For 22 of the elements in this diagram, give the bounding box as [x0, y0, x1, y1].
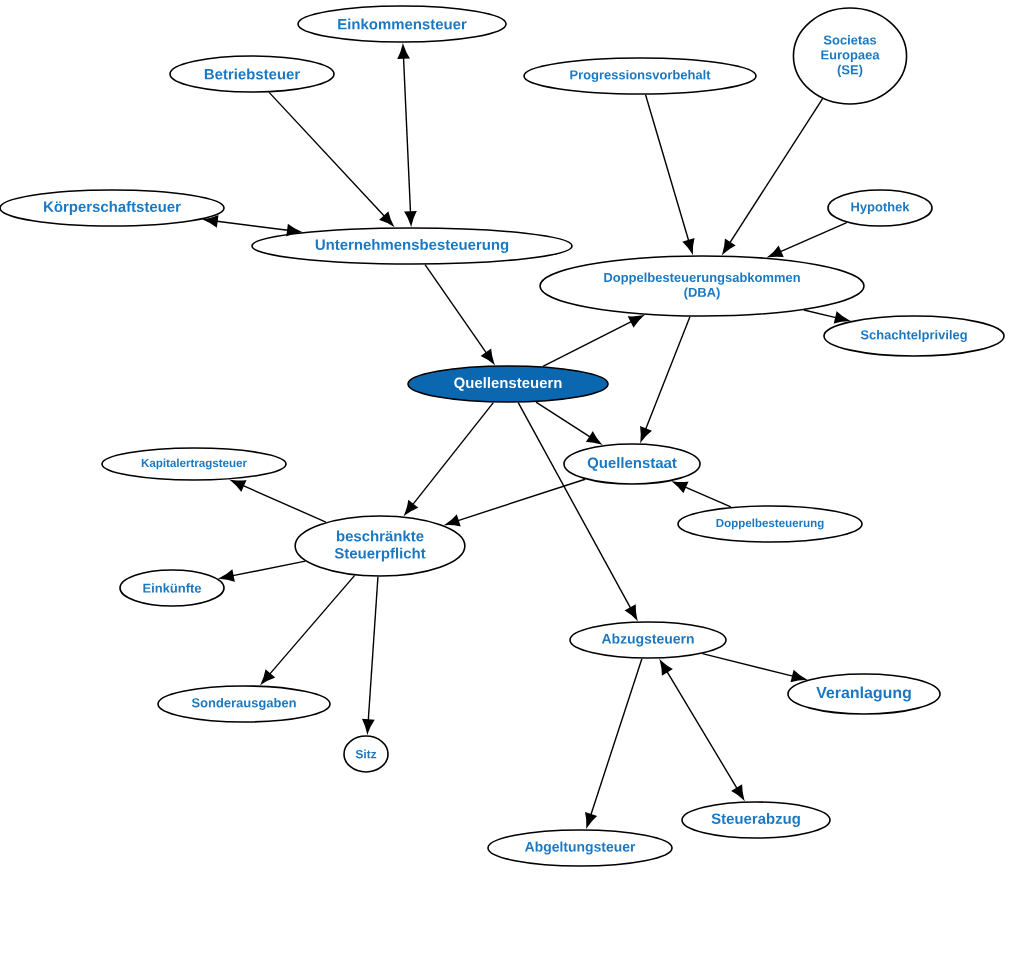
arrow	[585, 658, 643, 828]
arrow	[701, 652, 806, 682]
arrow	[722, 98, 824, 254]
arrow	[659, 660, 745, 800]
arrow	[535, 401, 602, 445]
arrow	[260, 574, 356, 685]
arrow	[803, 309, 849, 324]
arrow	[445, 478, 586, 527]
arrow	[203, 215, 301, 237]
arrow	[362, 576, 379, 734]
arrow	[404, 401, 494, 515]
arrow	[768, 221, 848, 258]
arrow	[268, 91, 394, 227]
arrow	[542, 315, 644, 368]
arrow	[644, 94, 695, 254]
arrow	[673, 481, 732, 508]
arrow	[517, 402, 638, 620]
arrow	[397, 44, 417, 226]
arrow	[424, 264, 495, 364]
arrow	[640, 316, 691, 442]
arrow	[219, 560, 307, 582]
arrow	[231, 479, 327, 523]
